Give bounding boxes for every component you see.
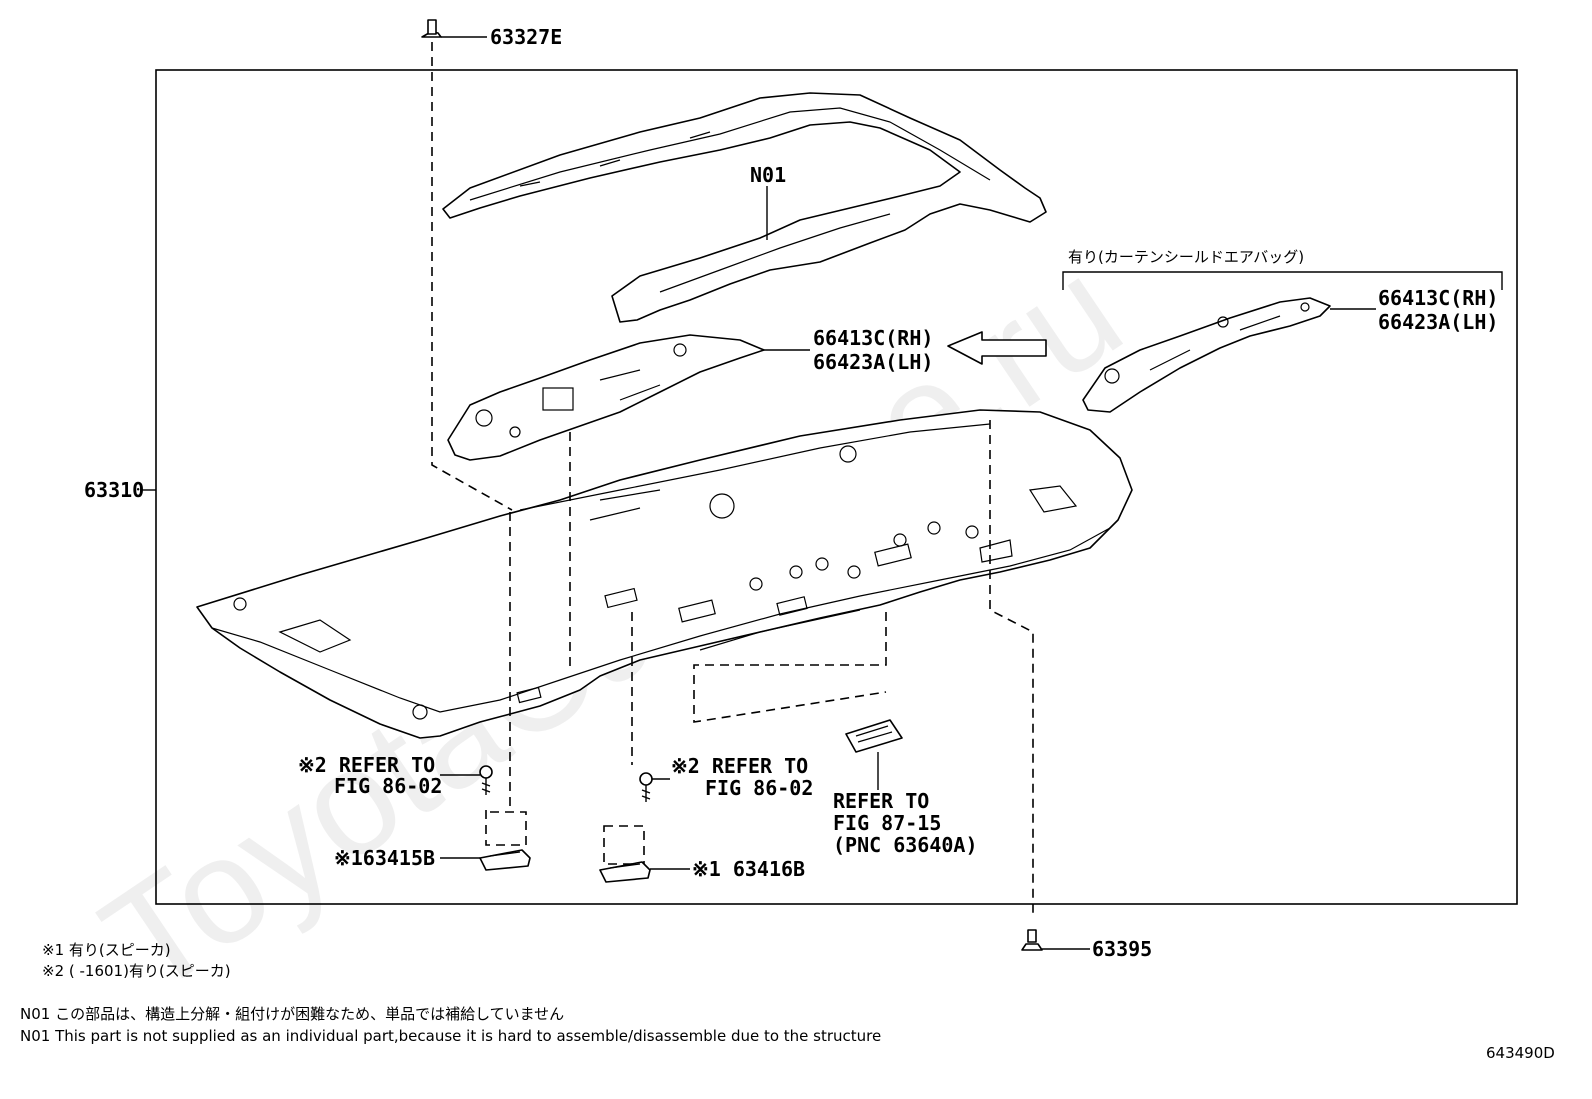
speaker-63415B[interactable] xyxy=(479,849,531,871)
callout-63416B[interactable]: ※1 63416B xyxy=(692,857,805,881)
callout-63395[interactable]: 63395 xyxy=(1092,937,1152,961)
clip-63327E-icon[interactable] xyxy=(421,19,442,38)
ref-fig-87-15-line2[interactable]: FIG 87-15 xyxy=(833,811,941,835)
ref-fig-86-02-left-line1[interactable]: ※2 REFER TO xyxy=(298,753,435,777)
callout-66413C-main[interactable]: 66413C(RH) xyxy=(813,326,933,350)
roof-rail-N01[interactable] xyxy=(442,92,1047,323)
screw-left-icon[interactable] xyxy=(479,765,493,795)
screw-right-icon[interactable] xyxy=(639,772,653,802)
footnote-n01-en: N01 This part is not supplied as an indi… xyxy=(20,1027,881,1045)
ref-fig-86-02-left-line2[interactable]: FIG 86-02 xyxy=(334,774,442,798)
callout-N01-text[interactable]: N01 xyxy=(750,163,786,187)
lamp-part-63640A[interactable] xyxy=(845,719,903,753)
ref-fig-86-02-right-line1[interactable]: ※2 REFER TO xyxy=(671,754,808,778)
footnote-1: ※1 有り(スピーカ) xyxy=(42,941,171,959)
ref-fig-87-15-line1[interactable]: REFER TO xyxy=(833,789,929,813)
callout-63415B[interactable]: ※163415B xyxy=(334,846,435,870)
curtain-airbag-note: 有り(カーテンシールドエアバッグ) xyxy=(1068,248,1304,266)
figure-code: 643490D xyxy=(1486,1044,1555,1062)
callout-66413C-side[interactable]: 66413C(RH) xyxy=(1378,286,1498,310)
callout-66423A-side[interactable]: 66423A(LH) xyxy=(1378,310,1498,334)
arrow-left-icon xyxy=(947,331,1047,365)
ref-fig-86-02-right-line2[interactable]: FIG 86-02 xyxy=(705,776,813,800)
speaker-63416B[interactable] xyxy=(599,861,651,883)
footnote-n01-jp: N01 この部品は、構造上分解・組付けが困難なため、単品では補給していません xyxy=(20,1005,564,1023)
clip-63395-icon[interactable] xyxy=(1021,929,1043,951)
headliner-panel[interactable] xyxy=(196,409,1133,739)
assist-bracket-left[interactable] xyxy=(447,334,765,461)
footnote-2: ※2 ( -1601)有り(スピーカ) xyxy=(42,962,231,980)
callout-63310[interactable]: 63310 xyxy=(84,478,144,502)
assembly-frame xyxy=(155,69,1518,905)
callout-63327E[interactable]: 63327E xyxy=(490,25,562,49)
callout-66423A-main[interactable]: 66423A(LH) xyxy=(813,350,933,374)
ref-fig-87-15-line3[interactable]: (PNC 63640A) xyxy=(833,833,978,857)
assist-bracket-right[interactable] xyxy=(1082,297,1331,413)
